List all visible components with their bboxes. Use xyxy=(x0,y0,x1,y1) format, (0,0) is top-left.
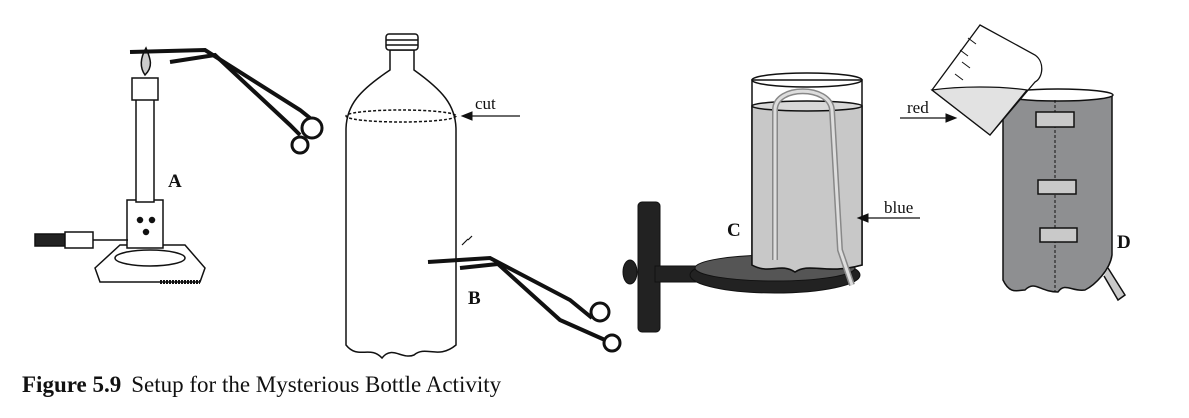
figure-caption-text: Setup for the Mysterious Bottle Activity xyxy=(131,372,502,397)
label-c: C xyxy=(727,220,741,241)
bottle-d xyxy=(1002,88,1127,302)
label-blue: blue xyxy=(884,198,914,217)
figure-number: Figure 5.9 xyxy=(22,372,122,397)
label-red: red xyxy=(907,98,929,117)
plastic-bottle-b xyxy=(345,33,457,360)
cut-arrow xyxy=(460,111,520,121)
tongs-a xyxy=(129,47,324,155)
beaker-d xyxy=(930,24,1043,136)
tongs-b xyxy=(427,235,622,353)
label-a: A xyxy=(168,171,182,192)
label-b: B xyxy=(468,288,481,309)
blue-arrow xyxy=(856,213,920,223)
bunsen-burner-a xyxy=(34,46,206,284)
figure-caption: Figure 5.9 Setup for the Mysterious Bottl… xyxy=(22,372,501,398)
red-arrow xyxy=(900,113,958,123)
label-cut: cut xyxy=(475,94,496,113)
bottle-with-water-c xyxy=(751,72,863,286)
label-d: D xyxy=(1117,232,1131,253)
